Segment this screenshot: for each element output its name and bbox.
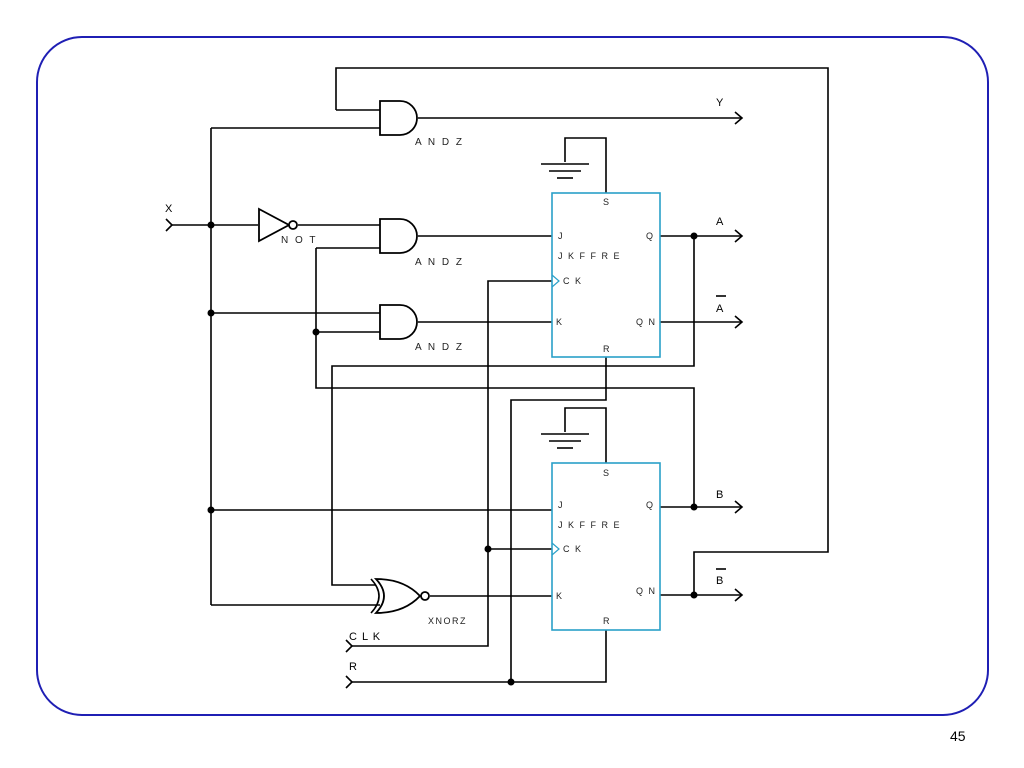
ffa-s-pin: S (603, 197, 611, 207)
not-gate (258, 207, 298, 243)
xnor-label: XNORZ (428, 616, 467, 626)
output-y-label: Y (716, 97, 724, 109)
and-gate-top (379, 100, 418, 136)
ffa-r-pin: R (603, 344, 611, 354)
and-gate-mid (379, 218, 418, 254)
flipflop-a (551, 192, 661, 358)
ffa-ck-pin: C K (563, 276, 583, 286)
junction-dots (207, 221, 698, 686)
ffa-j-pin: J (558, 231, 564, 241)
input-r-label: R (349, 661, 358, 673)
xnor-gate (370, 578, 430, 614)
and-gate-low (379, 304, 418, 340)
not-label: N O T (281, 235, 317, 246)
and-top-label: A N D Z (415, 137, 464, 148)
output-a-bar-label: A (716, 303, 724, 315)
output-b-label: B (716, 489, 724, 501)
ffb-r-pin: R (603, 616, 611, 626)
labels: X C L K R Y A A B B A N D Z A N D Z A N … (165, 97, 726, 673)
slide-frame (36, 36, 989, 716)
ffa-type-label: J K F F R E (558, 251, 621, 261)
output-b-bar-label: B (716, 575, 724, 587)
ffb-k-pin: K (556, 591, 564, 601)
flipflop-b (551, 462, 661, 631)
and-mid-label: A N D Z (415, 257, 464, 268)
and-low-label: A N D Z (415, 342, 464, 353)
ffa-k-pin: K (556, 317, 564, 327)
ffa-qn-pin: Q N (636, 317, 657, 327)
ffb-ck-pin: C K (563, 544, 583, 554)
input-clk-label: C L K (349, 631, 381, 643)
input-x-label: X (165, 203, 173, 215)
ffb-q-pin: Q (646, 500, 655, 510)
ffa-q-pin: Q (646, 231, 655, 241)
ffb-qn-pin: Q N (636, 586, 657, 596)
wires (165, 67, 829, 689)
output-a-label: A (716, 216, 724, 228)
ffb-s-pin: S (603, 468, 611, 478)
ffb-j-pin: J (558, 500, 564, 510)
page-number: 45 (950, 728, 966, 744)
ffb-type-label: J K F F R E (558, 520, 621, 530)
